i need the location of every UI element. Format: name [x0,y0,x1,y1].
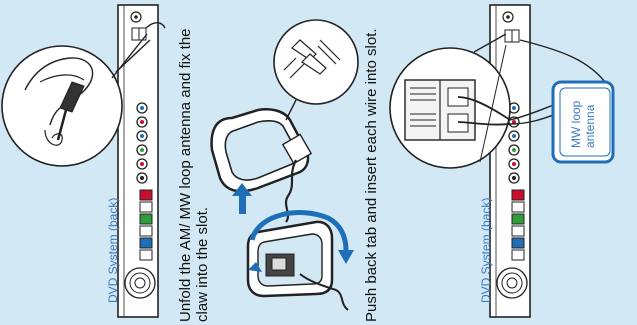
dvd-system-back-left [117,4,159,318]
speaker-grille-icon [496,267,528,299]
instruction-unfold-line1: Unfold the AM/ MW loop antenna and fix t… [177,28,194,322]
dvd-system-back-right [489,4,531,318]
mw-loop-label-line2: antenna [583,104,597,148]
dvd-system-back-label-left: DVD System (back) [106,197,120,303]
speaker-grille-icon [124,267,156,299]
mw-loop-label-line1: MW loop [569,100,583,148]
terminal-detail-callout [389,33,511,169]
instruction-insert-wire: Push back tab and insert each wire into … [363,28,380,323]
claw-detail-callout [273,19,359,121]
loop-antenna-closed [210,108,313,223]
loop-antenna-unfolded [246,220,349,311]
dvd-system-back-label-right: DVD System (back) [479,197,493,303]
mw-loop-antenna-box [551,80,615,164]
up-arrow-icon [232,183,252,214]
hand-claw-callout [1,22,166,167]
instruction-unfold-line2: claw into the slot. [194,206,211,322]
antenna-jack-icon [504,29,520,43]
rotate-arrow-icon [248,210,354,272]
